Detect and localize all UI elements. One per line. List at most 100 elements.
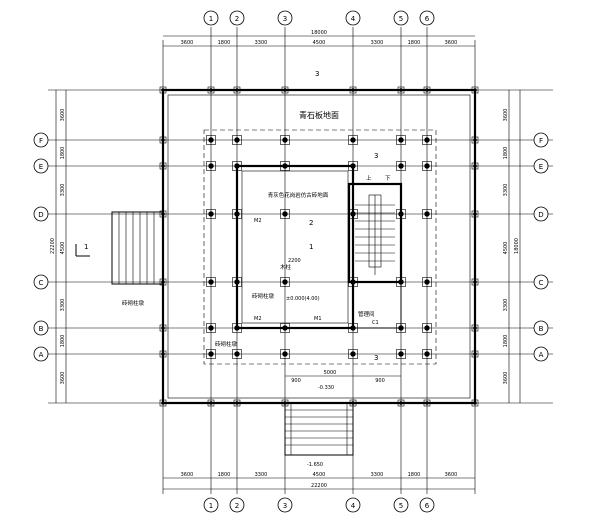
column-base <box>471 324 479 332</box>
column <box>399 401 403 405</box>
column-base <box>396 209 406 219</box>
column-base <box>349 86 357 94</box>
stair-down-label: 下 <box>385 175 391 182</box>
column <box>208 211 214 217</box>
svg-text:4500: 4500 <box>313 40 326 46</box>
column-base <box>232 277 242 287</box>
column <box>473 352 477 356</box>
column-base <box>159 162 167 170</box>
column <box>473 88 477 92</box>
svg-text:D: D <box>38 211 43 219</box>
column-base <box>232 209 242 219</box>
column-base <box>280 161 290 171</box>
column <box>161 326 165 330</box>
row-bubbles-left: F E D C B A <box>33 132 49 362</box>
step-dim-1: 5000 <box>324 370 337 376</box>
column <box>283 401 287 405</box>
section-mark-1-left: 1 <box>84 243 88 251</box>
column <box>398 325 404 331</box>
column-base <box>422 349 432 359</box>
svg-text:4: 4 <box>351 502 356 510</box>
door-m2-a: M2 <box>254 218 262 224</box>
column-base <box>423 86 431 94</box>
svg-text:1800: 1800 <box>408 40 421 46</box>
elevation-lower: -0.330 <box>318 385 334 391</box>
column-base <box>280 323 290 333</box>
column <box>398 137 404 143</box>
column-base <box>471 210 479 218</box>
column-base <box>233 86 241 94</box>
svg-text:F: F <box>539 137 543 145</box>
column-base <box>206 161 216 171</box>
tag-column-3: 砖砌柱墩 <box>215 340 238 348</box>
column <box>424 279 430 285</box>
column-base <box>396 135 406 145</box>
tag-column-1: 木柱 <box>280 263 292 271</box>
column-base <box>422 209 432 219</box>
floor-material-label: 青石板地面 <box>299 110 339 120</box>
svg-text:3600: 3600 <box>60 372 66 385</box>
column-base <box>422 161 432 171</box>
svg-text:3300: 3300 <box>255 472 268 478</box>
elevation-inner: 2200 <box>288 258 301 264</box>
column-base <box>349 399 357 407</box>
column <box>473 212 477 216</box>
column <box>350 279 356 285</box>
column <box>161 352 165 356</box>
svg-text:5: 5 <box>399 502 403 510</box>
column-base <box>348 161 358 171</box>
column-base <box>422 277 432 287</box>
column <box>234 137 240 143</box>
svg-text:3: 3 <box>283 502 287 510</box>
column-base <box>206 323 216 333</box>
svg-text:22200: 22200 <box>311 483 327 489</box>
column <box>282 137 288 143</box>
column-base <box>206 349 216 359</box>
column-base <box>159 350 167 358</box>
column <box>425 401 429 405</box>
left-dimension-chain: 22200 3600 1800 3300 4500 3300 1800 3600 <box>50 90 67 403</box>
column-base <box>206 135 216 145</box>
column-base <box>232 135 242 145</box>
column <box>399 88 403 92</box>
column <box>282 211 288 217</box>
column-base <box>397 86 405 94</box>
column-base <box>348 209 358 219</box>
bottom-dimension-chain: 3600 1800 3300 4500 3300 1800 3600 22200 <box>163 472 475 490</box>
column <box>235 401 239 405</box>
section-mark-3-right: 3 <box>374 152 378 160</box>
column-base <box>159 324 167 332</box>
bottom-steps <box>284 402 354 456</box>
svg-text:1800: 1800 <box>60 335 66 348</box>
svg-text:E: E <box>539 163 543 171</box>
column-base <box>423 399 431 407</box>
svg-text:3600: 3600 <box>60 109 66 122</box>
column <box>473 280 477 284</box>
column-base <box>471 278 479 286</box>
svg-text:A: A <box>539 351 544 359</box>
column-base <box>348 135 358 145</box>
svg-text:D: D <box>538 211 543 219</box>
svg-text:1800: 1800 <box>503 335 509 348</box>
column <box>161 212 165 216</box>
svg-text:18000: 18000 <box>311 30 327 36</box>
column-base <box>206 277 216 287</box>
svg-text:3600: 3600 <box>181 472 194 478</box>
svg-text:1800: 1800 <box>408 472 421 478</box>
svg-text:3600: 3600 <box>445 472 458 478</box>
column <box>234 211 240 217</box>
section-mark-3-top: 3 <box>315 70 319 78</box>
column-base <box>281 86 289 94</box>
svg-text:3300: 3300 <box>371 472 384 478</box>
column-base <box>280 277 290 287</box>
svg-text:B: B <box>39 325 44 333</box>
svg-text:A: A <box>39 351 44 359</box>
column-base <box>159 399 167 407</box>
column <box>234 279 240 285</box>
svg-text:C: C <box>39 279 44 287</box>
svg-text:1800: 1800 <box>60 147 66 160</box>
column <box>350 211 356 217</box>
section-mark-1-center: 1 <box>309 243 313 251</box>
column <box>425 88 429 92</box>
svg-text:C: C <box>539 279 544 287</box>
